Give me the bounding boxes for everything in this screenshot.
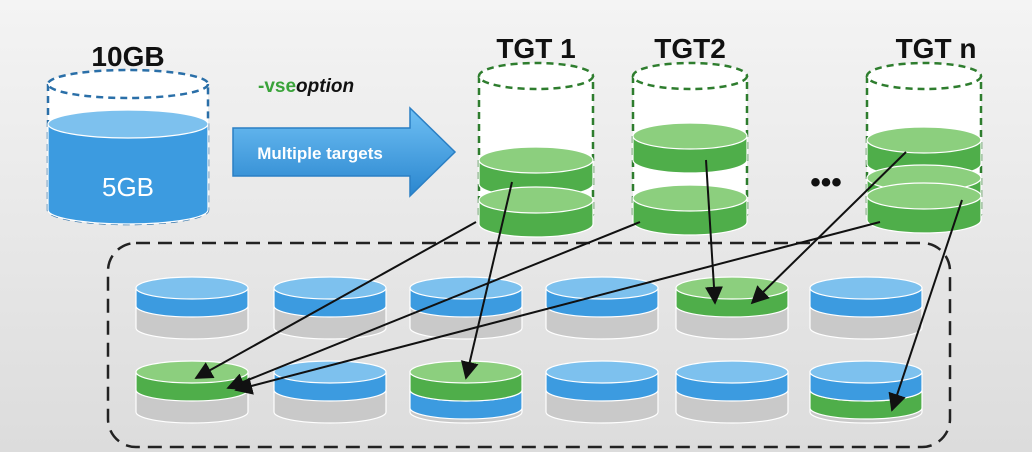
pool-disk-blue-segment-top (409, 276, 523, 300)
vse-option-label: -vseoption (258, 76, 354, 97)
pool-disk-r2-c5 (675, 360, 789, 424)
tgt1-rim (477, 61, 595, 91)
pool-disk-blue-segment-top (135, 276, 249, 300)
pool-disk-r1-c6 (809, 276, 923, 340)
pool-disk-blue-segment-top (273, 276, 387, 300)
pool-disk-blue-segment-top (273, 360, 387, 384)
target-1-label: TGT 1 (496, 33, 575, 64)
arrow-tgtn-to-pool (888, 199, 963, 412)
pool-disk-green-segment-top (409, 360, 523, 384)
source-used-segment-top (47, 109, 209, 139)
pool-disk-blue-segment-top (545, 276, 659, 300)
pool-disk-blue-segment-top (809, 360, 923, 384)
option-flag: vse (264, 76, 296, 97)
option-prefix: - (258, 76, 264, 97)
arrow-tgtn-to-pool (750, 151, 907, 305)
pool-disk-r1-c2 (273, 276, 387, 340)
pool-disk-r1-c1 (135, 276, 249, 340)
mapping-arrows (194, 151, 963, 412)
pool-disk-blue-segment-top (675, 360, 789, 384)
option-suffix: option (296, 76, 354, 97)
pool-disk-blue-segment-top (545, 360, 659, 384)
pool-disk-r1-c5 (675, 276, 789, 340)
source-used-segment (47, 123, 209, 225)
multiple-targets-arrow (232, 106, 457, 198)
source-disk (46, 68, 210, 226)
tgt2-rim (631, 61, 749, 91)
pool-disk-r1-c3 (409, 276, 523, 340)
tgtn-segment-top (866, 126, 982, 154)
tgt2-segment-top (632, 184, 748, 212)
arrow-tgt1-to-pool (460, 181, 513, 380)
target-disk-1 (477, 61, 595, 238)
tgt1-segment-top (478, 146, 594, 174)
storage-pool-boundary (106, 241, 952, 449)
arrow-tgt2-to-pool (226, 221, 641, 391)
pool-disk-r2-c2 (273, 360, 387, 424)
pool-disk-green-segment-top (135, 360, 249, 384)
target-disk-2 (631, 61, 749, 236)
multiple-targets-label: Multiple targets (257, 144, 383, 163)
pool-disk-green-segment-top (675, 276, 789, 300)
pool-disk-r2-c1 (135, 360, 249, 424)
tgtn-segment-top (866, 182, 982, 210)
tgtn-rim (865, 61, 983, 91)
ellipsis: ••• (810, 166, 842, 199)
pool-disk-r2-c4 (545, 360, 659, 424)
target-2-label: TGT2 (654, 33, 726, 64)
source-used-label: 5GB (102, 172, 154, 202)
tgt2-segment-top (632, 122, 748, 150)
source-capacity-label: 10GB (91, 41, 164, 72)
source-disk-rim (46, 68, 210, 100)
pool-disk-r2-c3 (409, 360, 523, 424)
arrow-tgt1-to-pool (194, 221, 477, 379)
target-n-label: TGT n (896, 33, 977, 64)
pool-disk-r1-c4 (545, 276, 659, 340)
pool-disk-blue-segment-top (809, 276, 923, 300)
arrow-tgtn-to-pool (234, 221, 881, 395)
tgt1-segment-top (478, 186, 594, 214)
arrow-tgt2-to-pool (705, 159, 723, 305)
target-disk-n (865, 61, 983, 234)
